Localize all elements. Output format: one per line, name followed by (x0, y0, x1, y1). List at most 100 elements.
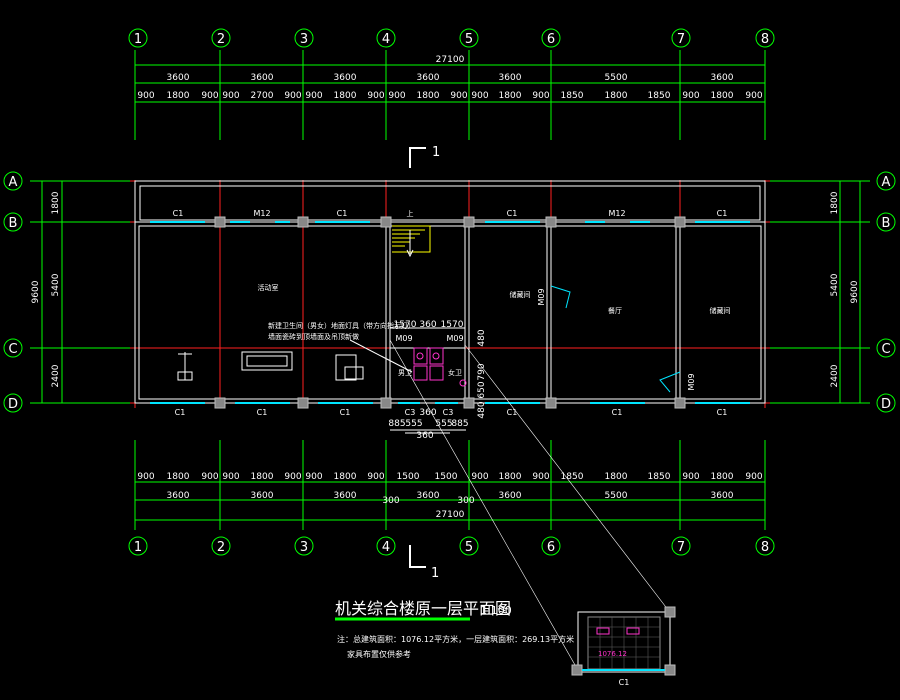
dim-side-left-total: 9600 (31, 280, 41, 303)
window-labels: C1 C1 C1 C1 C1 C1 C1 C1 C1 C1 C3 C3 M12 … (173, 209, 728, 417)
section-marker-bottom: 1 (409, 545, 439, 581)
axis-label: D (8, 397, 18, 412)
dim-wc: 480 (477, 401, 487, 418)
dim-wc: 360 (419, 320, 436, 330)
axis-bubble: A (3, 171, 23, 191)
dim-detail: 1500 (397, 472, 420, 482)
dim-wc-bottom: 555 (405, 419, 422, 429)
dim-detail: 1800 (711, 472, 734, 482)
dim-bay: 3600 (711, 73, 734, 83)
dim-side-right-total: 9600 (850, 280, 860, 303)
dim-detail: 1800 (605, 91, 628, 101)
axis-bubble: 3 (294, 536, 314, 556)
side-dimensions: 1800 5400 2400 9600 1800 5400 2400 9600 (30, 180, 870, 404)
dim-detail: 900 (367, 472, 384, 482)
dim-detail: 1800 (167, 91, 190, 101)
window-label: C1 (257, 408, 268, 417)
dim-wc-bottom: 885 (451, 419, 468, 429)
dim-total-bottom: 27100 (436, 510, 465, 520)
axis-label: 6 (547, 540, 555, 555)
dim-detail: 1850 (561, 91, 584, 101)
drawing-scale: 1:100 (480, 604, 512, 617)
staircase: 上 (392, 209, 431, 258)
dim-extra: 300 (382, 496, 399, 506)
bottom-dimensions: 900 1800 900 900 1800 900 900 1800 900 1… (134, 440, 766, 530)
dim-detail: 900 (201, 472, 218, 482)
dim-bay: 5500 (605, 491, 628, 501)
dim-wc: 790 (477, 363, 487, 380)
dim-detail: 1800 (499, 91, 522, 101)
dim-wc: 480 (477, 329, 487, 346)
dim-bay: 3600 (167, 73, 190, 83)
axis-bubble: 1 (128, 536, 148, 556)
dim-side-left: 5400 (51, 273, 61, 296)
room-label: 储藏间 (510, 290, 531, 299)
axis-bubble: B (3, 212, 23, 232)
axis-label: 1 (134, 32, 142, 47)
window-label: C3 (443, 408, 454, 417)
axis-bubble: 2 (211, 536, 231, 556)
dim-wc: 650 (477, 381, 487, 398)
windows (150, 221, 750, 404)
door-label: M09 (687, 373, 696, 390)
dim-detail: 1800 (334, 91, 357, 101)
axis-label: 4 (382, 540, 390, 555)
section-label: 1 (432, 145, 440, 160)
axis-bubble: 5 (459, 28, 479, 48)
detail-leader-lines (389, 339, 673, 666)
dim-detail: 1800 (417, 91, 440, 101)
dim-detail: 900 (201, 91, 218, 101)
axis-label: B (882, 216, 891, 231)
dim-wc-bottom: 555 (435, 419, 452, 429)
dim-bay: 3600 (499, 73, 522, 83)
drawing-note-1: 注：总建筑面积：1076.12平方米，一层建筑面积：269.13平方米 (337, 634, 574, 644)
dim-detail: 900 (745, 91, 762, 101)
wc-label: 女卫 (448, 368, 462, 377)
room-label: 餐厅 (608, 306, 622, 315)
dim-bay: 3600 (417, 491, 440, 501)
dim-detail: 900 (388, 91, 405, 101)
window-label: C3 (405, 408, 416, 417)
inset-label: 1076.12 (598, 650, 627, 658)
axis-label: A (882, 175, 891, 190)
axis-bubble: C (3, 338, 23, 358)
dim-details-bottom: 900 1800 900 900 1800 900 900 1800 900 1… (137, 472, 762, 482)
axis-label: 6 (547, 32, 555, 47)
axis-bubble: 8 (755, 536, 775, 556)
axis-label: 3 (300, 32, 308, 47)
axis-label: C (881, 342, 890, 357)
door-label: M09 (446, 334, 463, 343)
dim-detail: 900 (532, 472, 549, 482)
axis-bubble: 2 (211, 28, 231, 48)
dim-detail: 900 (682, 91, 699, 101)
dim-bay: 3600 (251, 73, 274, 83)
section-label: 1 (431, 566, 439, 581)
axis-bubble: D (3, 393, 23, 413)
axis-label: 8 (761, 540, 769, 555)
dim-wc: 1570 (441, 320, 464, 330)
dim-detail: 900 (222, 472, 239, 482)
axis-label: 2 (217, 540, 225, 555)
dim-bay: 3600 (711, 491, 734, 501)
drawing-note-2: 家具布置仅供参考 (347, 649, 411, 659)
axis-bubble: D (876, 393, 896, 413)
drawing-title: 机关综合楼原一层平面图 (335, 599, 511, 618)
dim-side-left: 2400 (51, 364, 61, 387)
dim-detail: 900 (532, 91, 549, 101)
axis-label: 1 (134, 540, 142, 555)
axis-label: 7 (677, 540, 685, 555)
window-label: C1 (173, 209, 184, 218)
window-label: C1 (340, 408, 351, 417)
window-label: C1 (507, 209, 518, 218)
axis-label: D (881, 397, 891, 412)
axis-bubble: B (876, 212, 896, 232)
axis-bubble: C (876, 338, 896, 358)
axis-label: A (9, 175, 18, 190)
wc-annotation: 新建卫生间（男女）地面灯具（带方向指示灯） 墙面瓷砖到顶墙面及吊顶新做 (268, 321, 415, 373)
door-label: M12 (253, 209, 270, 218)
window-label: C1 (337, 209, 348, 218)
dim-detail: 900 (450, 91, 467, 101)
doors (398, 285, 681, 393)
dim-bay: 3600 (334, 491, 357, 501)
